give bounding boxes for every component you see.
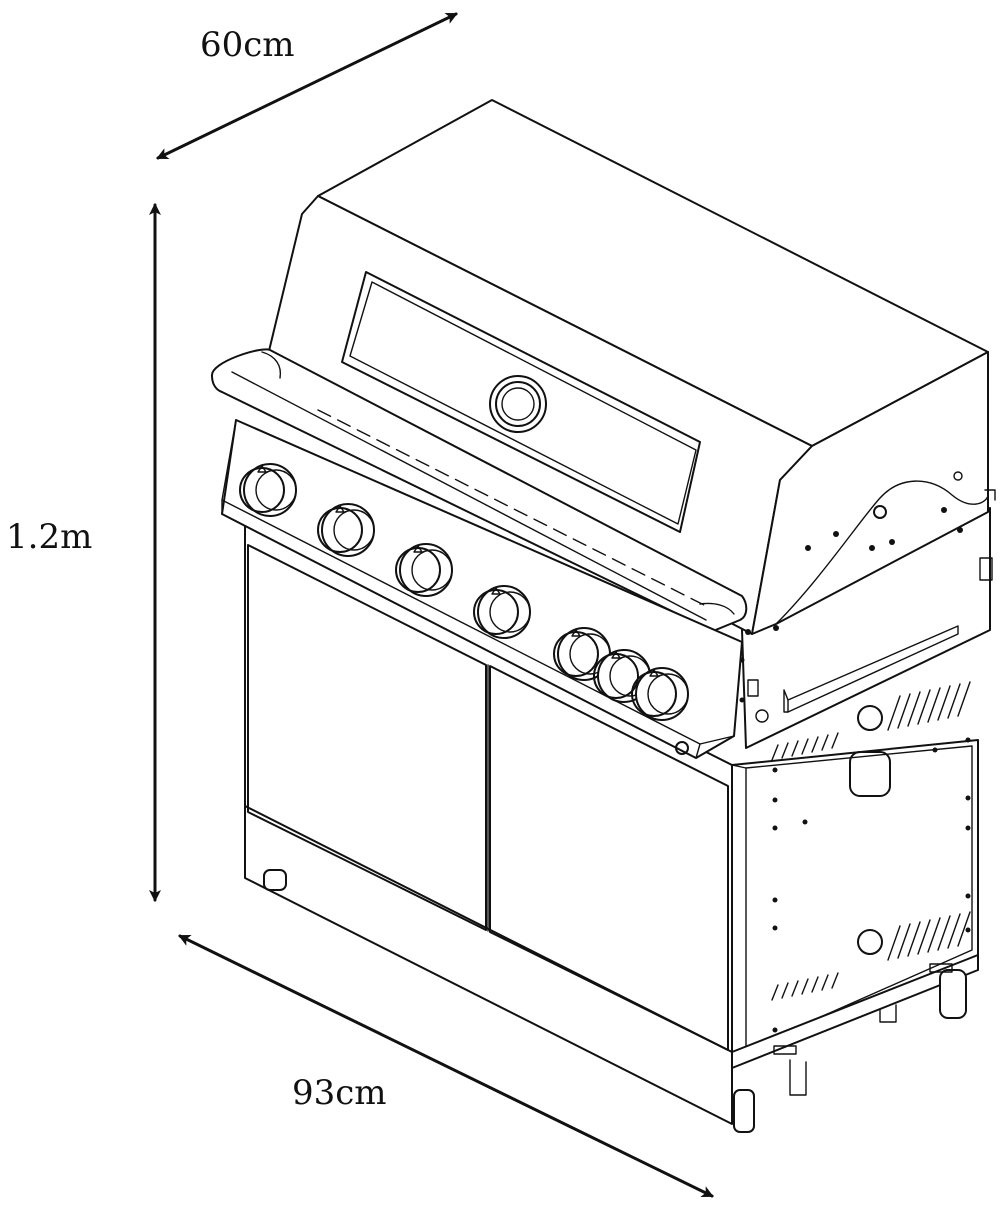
cabinet-plinth [244,805,733,1125]
burner-knobs [239,463,689,721]
width-label: 93cm [292,1073,387,1113]
knob-7[interactable] [631,667,689,721]
thermometer-gauge [489,375,547,433]
bbq-drawing [211,99,996,1133]
left-door [247,544,487,931]
lid-window [341,271,701,533]
leg-back-right [939,969,967,1019]
knob-2[interactable] [317,503,375,557]
knob-1[interactable] [239,463,297,517]
side-handle-cutout [849,751,891,797]
leg-front-right [733,1089,755,1133]
depth-arrow [156,12,458,160]
side-vents-lower [771,911,971,1001]
knob-4[interactable] [473,585,531,639]
depth-label: 60cm [200,25,295,65]
side-vents-upper [771,681,971,761]
width-arrow [178,934,714,1198]
leg-front-left [263,869,287,891]
right-door [489,665,729,1051]
knob-3[interactable] [395,543,453,597]
height-label: 1.2m [6,517,92,557]
knob-5[interactable] [553,627,611,681]
lid-handle [211,348,748,640]
